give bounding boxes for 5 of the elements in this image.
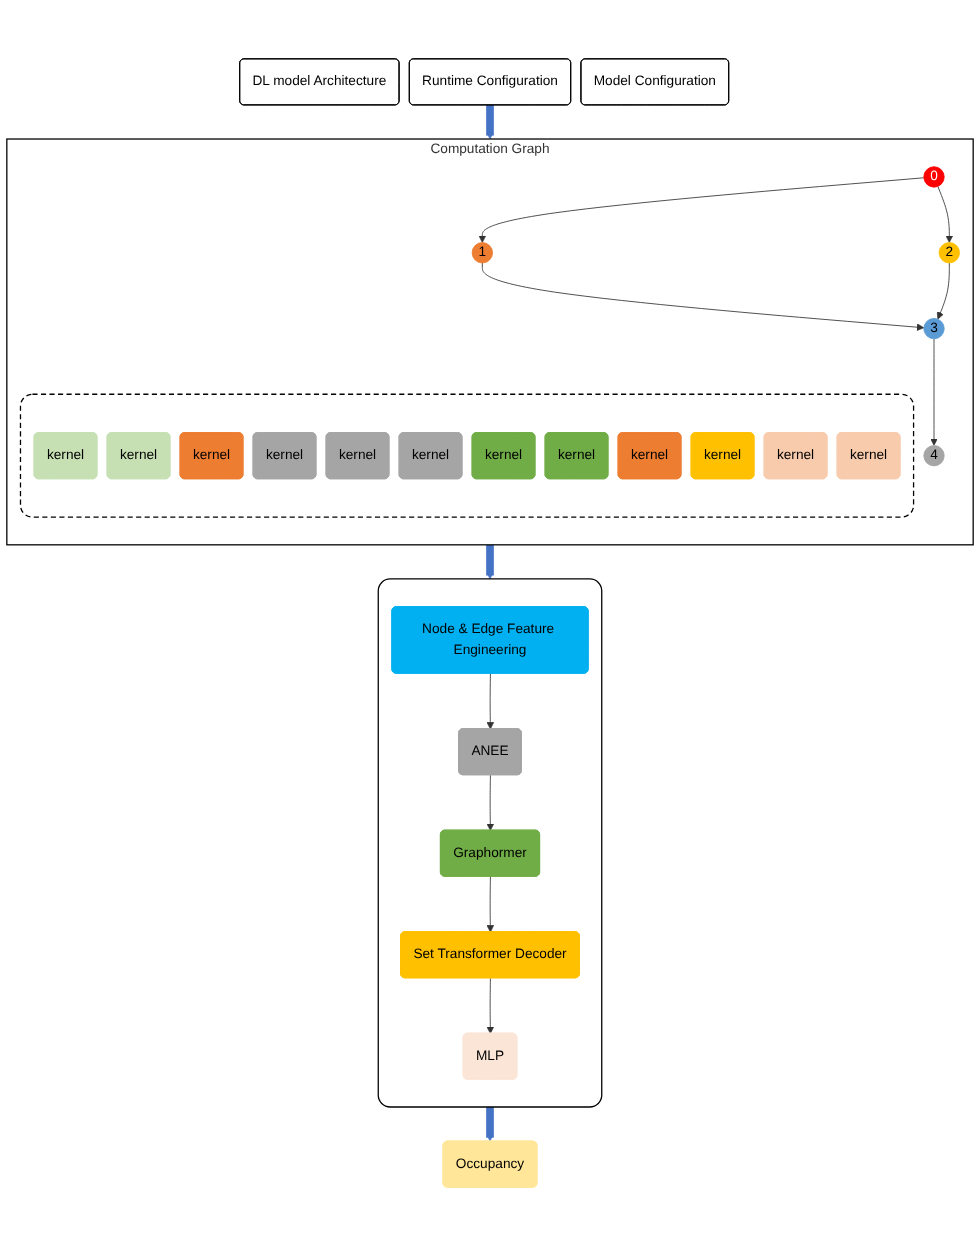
cluster <box>377 577 603 1107</box>
arrow <box>486 542 494 579</box>
arrow <box>486 1105 494 1141</box>
arrow <box>486 102 494 139</box>
cluster <box>19 392 915 517</box>
